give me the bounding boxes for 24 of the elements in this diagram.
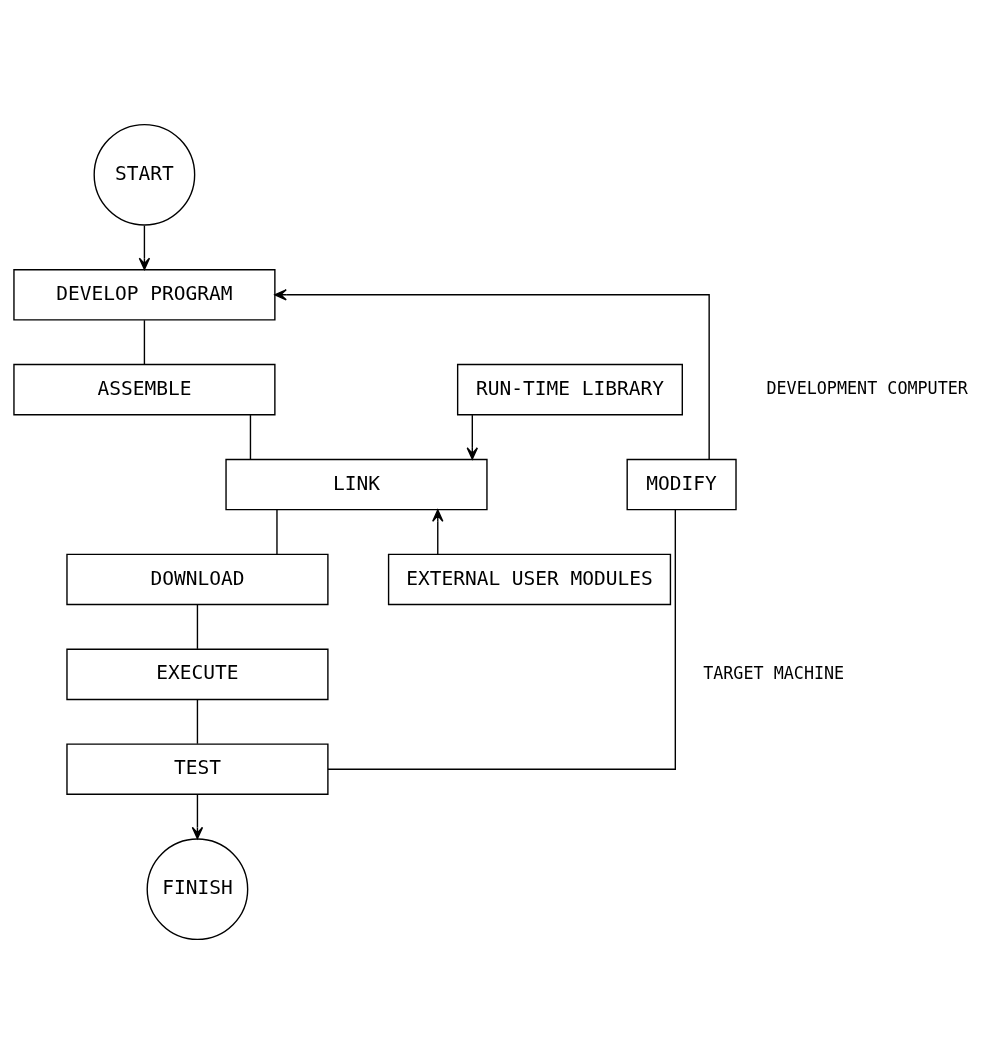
label: TARGET MACHINE (703, 662, 845, 683)
node-box: LINK (225, 458, 488, 510)
node-box: DEVELOP PROGRAM (13, 268, 276, 321)
connector (196, 603, 199, 650)
node-box: MODIFY (626, 458, 737, 510)
node-box: TEST (66, 742, 329, 795)
arrow (466, 413, 479, 460)
arrow (138, 224, 151, 270)
node-box: EXTERNAL USER MODULES (387, 553, 672, 605)
label: DEVELOPMENT COMPUTER (766, 377, 968, 398)
node-circle: START (93, 123, 196, 226)
arrow (274, 288, 710, 460)
arrow (191, 793, 204, 839)
arrow (432, 508, 444, 555)
node-box: ASSEMBLE (13, 363, 276, 415)
node-box: EXECUTE (66, 648, 329, 700)
node-box: RUN-TIME LIBRARY (456, 363, 683, 415)
connector (276, 508, 278, 555)
connector (249, 413, 252, 460)
connector (143, 319, 146, 365)
connector (196, 698, 199, 744)
connector (327, 508, 677, 770)
node-circle: FINISH (146, 837, 249, 940)
node-box: DOWNLOAD (66, 553, 329, 605)
